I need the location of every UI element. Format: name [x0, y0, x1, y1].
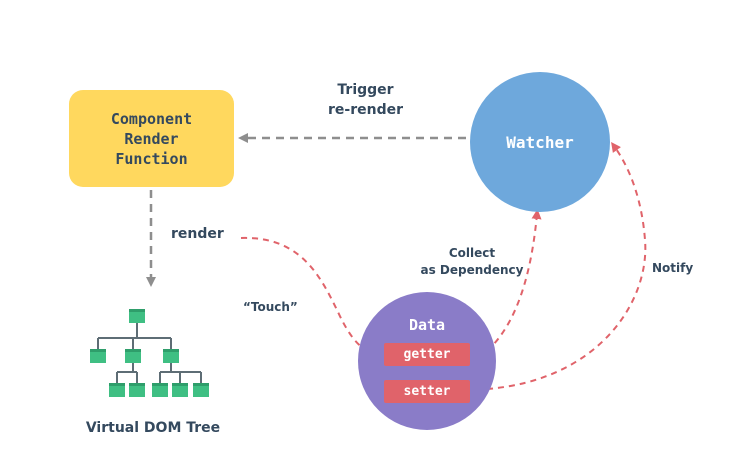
- trigger-rerender-label: Trigger re-render: [318, 80, 413, 120]
- tree-node: [90, 349, 106, 363]
- tree-node: [172, 383, 188, 397]
- data-circle: Data getter setter: [358, 292, 496, 430]
- data-title: Data: [408, 316, 446, 334]
- collect-dependency-label: Collect as Dependency: [420, 245, 524, 279]
- render-label: render: [171, 226, 224, 242]
- tree-node: [109, 383, 125, 397]
- tree-node: [152, 383, 168, 397]
- collect-line-1: Collect: [448, 246, 496, 260]
- component-line-2: Render: [124, 129, 179, 148]
- component-line-3: Function: [115, 149, 188, 168]
- tree-node: [129, 309, 145, 323]
- touch-arrow: [240, 236, 381, 358]
- trigger-line-2: re-render: [328, 102, 403, 118]
- watcher-label: Watcher: [506, 132, 574, 152]
- tree-node: [163, 349, 179, 363]
- tree-node: [129, 383, 145, 397]
- notify-label: Notify: [652, 261, 694, 275]
- component-render-function-box: Component Render Function: [69, 90, 234, 187]
- touch-label: “Touch”: [243, 300, 298, 314]
- notify-arrow: [486, 141, 647, 390]
- trigger-line-1: Trigger: [337, 82, 394, 98]
- tree-node: [193, 383, 209, 397]
- tree-node: [125, 349, 141, 363]
- getter-pill: getter: [384, 343, 470, 366]
- watcher-circle: Watcher: [470, 72, 610, 212]
- collect-line-2: as Dependency: [420, 263, 524, 277]
- setter-pill: setter: [384, 380, 470, 403]
- component-line-1: Component: [110, 109, 193, 128]
- collect-arrow: [486, 209, 542, 352]
- virtual-dom-tree-label: Virtual DOM Tree: [85, 420, 221, 436]
